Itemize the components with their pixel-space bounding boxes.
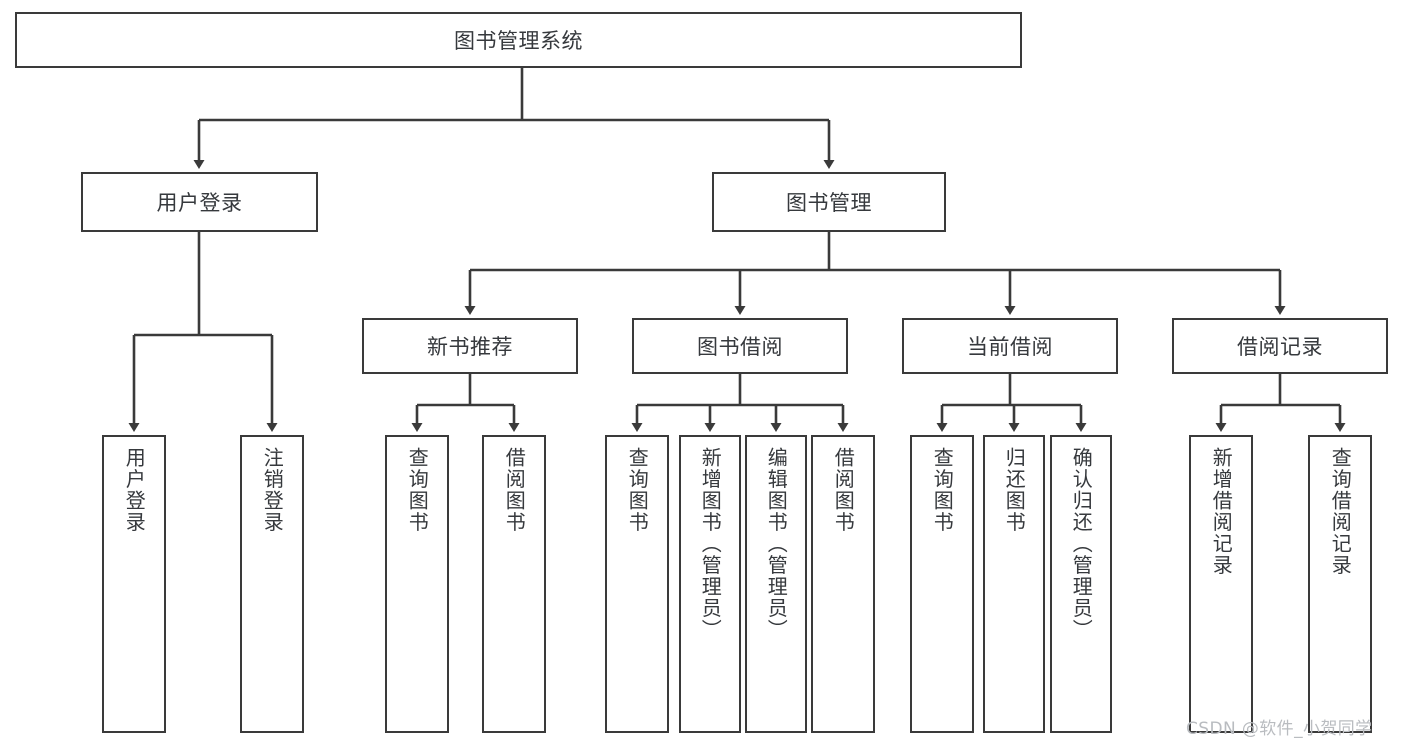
leaf-label: 查询图书 bbox=[405, 447, 430, 533]
node-user-login[interactable]: 用户登录 bbox=[81, 172, 318, 232]
node-borrow-record-label: 借阅记录 bbox=[1237, 335, 1323, 359]
leaf-label: 编辑图书（管理员） bbox=[764, 447, 789, 641]
leaf-book-borrow-add[interactable]: 新增图书（管理员） bbox=[679, 435, 741, 733]
leaf-book-borrow-edit[interactable]: 编辑图书（管理员） bbox=[745, 435, 807, 733]
node-current-borrow-label: 当前借阅 bbox=[967, 335, 1053, 359]
leaf-borrow-record-query[interactable]: 查询借阅记录 bbox=[1308, 435, 1372, 733]
leaf-user-login-logout[interactable]: 注销登录 bbox=[240, 435, 304, 733]
leaf-borrow-record-add[interactable]: 新增借阅记录 bbox=[1189, 435, 1253, 733]
leaf-current-borrow-query[interactable]: 查询图书 bbox=[910, 435, 974, 733]
node-book-management-label: 图书管理 bbox=[786, 191, 872, 215]
node-new-book-recommend[interactable]: 新书推荐 bbox=[362, 318, 578, 374]
leaf-label: 注销登录 bbox=[260, 447, 285, 533]
leaf-new-book-query[interactable]: 查询图书 bbox=[385, 435, 449, 733]
node-current-borrow[interactable]: 当前借阅 bbox=[902, 318, 1118, 374]
node-borrow-record[interactable]: 借阅记录 bbox=[1172, 318, 1388, 374]
leaf-user-login-login[interactable]: 用户登录 bbox=[102, 435, 166, 733]
leaf-current-borrow-confirm-return[interactable]: 确认归还（管理员） bbox=[1050, 435, 1112, 733]
node-book-borrow[interactable]: 图书借阅 bbox=[632, 318, 848, 374]
node-new-book-recommend-label: 新书推荐 bbox=[427, 335, 513, 359]
node-root-label: 图书管理系统 bbox=[454, 29, 583, 53]
leaf-label: 查询借阅记录 bbox=[1328, 447, 1353, 576]
node-user-login-label: 用户登录 bbox=[156, 191, 243, 215]
leaf-label: 确认归还（管理员） bbox=[1069, 447, 1094, 641]
node-book-borrow-label: 图书借阅 bbox=[697, 335, 783, 359]
leaf-new-book-borrow[interactable]: 借阅图书 bbox=[482, 435, 546, 733]
leaf-label: 新增图书（管理员） bbox=[698, 447, 723, 641]
leaf-label: 查询图书 bbox=[930, 447, 955, 533]
leaf-label: 借阅图书 bbox=[831, 447, 856, 533]
node-book-management[interactable]: 图书管理 bbox=[712, 172, 946, 232]
leaf-label: 归还图书 bbox=[1002, 447, 1027, 533]
leaf-label: 查询图书 bbox=[625, 447, 650, 533]
leaf-label: 新增借阅记录 bbox=[1209, 447, 1234, 576]
leaf-book-borrow-query[interactable]: 查询图书 bbox=[605, 435, 669, 733]
leaf-label: 借阅图书 bbox=[502, 447, 527, 533]
leaf-label: 用户登录 bbox=[122, 447, 147, 533]
node-root-system[interactable]: 图书管理系统 bbox=[15, 12, 1022, 68]
leaf-current-borrow-return[interactable]: 归还图书 bbox=[983, 435, 1045, 733]
leaf-book-borrow-borrow[interactable]: 借阅图书 bbox=[811, 435, 875, 733]
